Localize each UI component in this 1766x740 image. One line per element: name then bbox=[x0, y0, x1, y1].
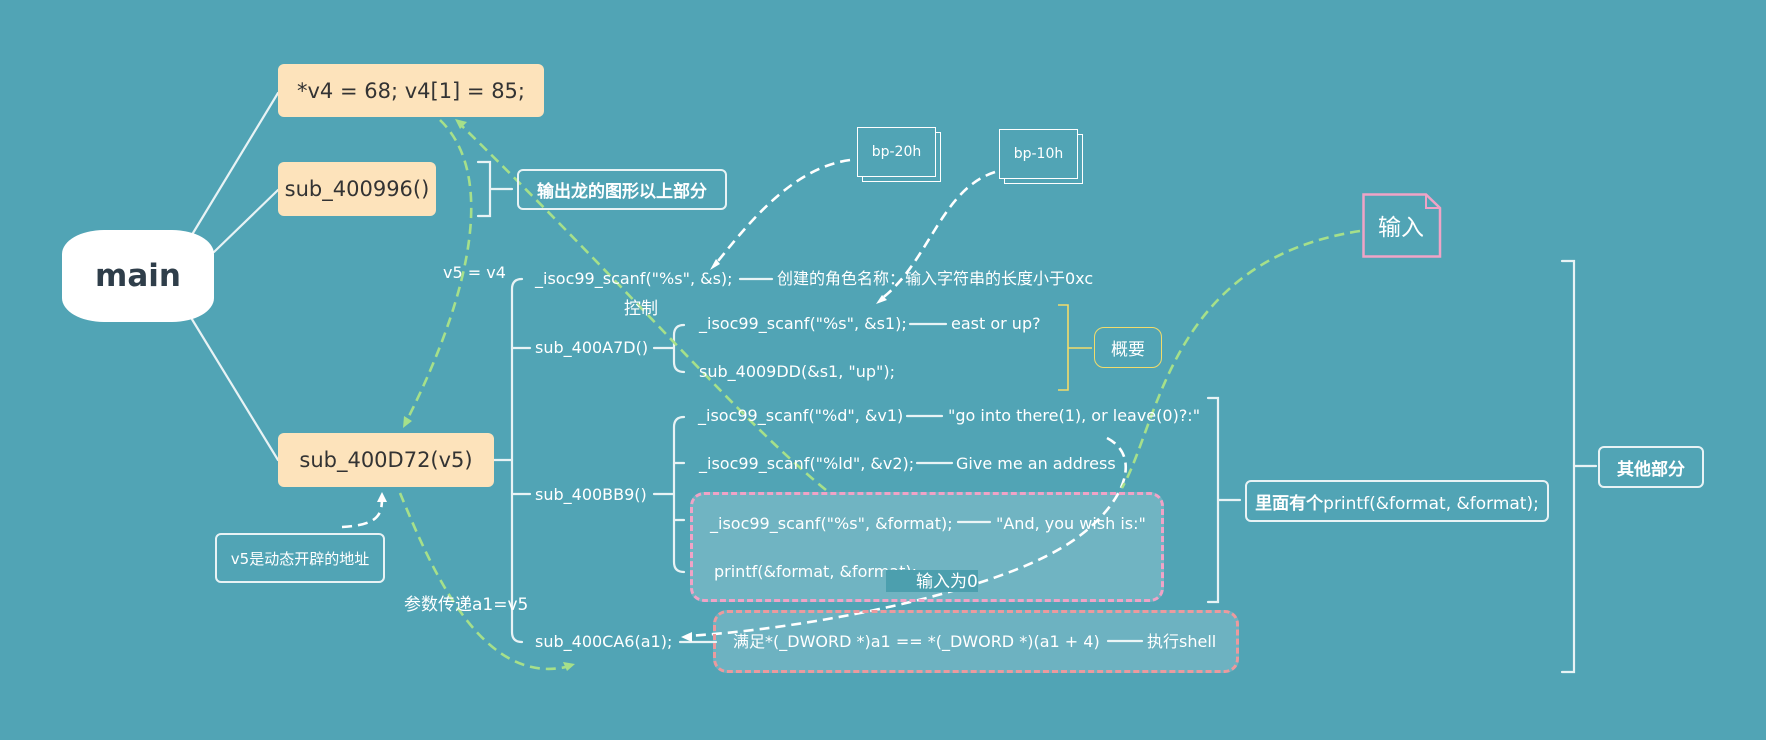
arrow-d72-to-ca6 bbox=[398, 492, 571, 670]
edge-main-sub400D72 bbox=[188, 314, 280, 462]
scanf-v2-call: _isoc99_scanf("%ld", &v2); bbox=[699, 454, 915, 473]
v5-dynamic-note[interactable]: v5是动态开辟的地址 bbox=[215, 533, 385, 583]
green-arrowhead-3 bbox=[455, 119, 467, 129]
sub400CA6-call: sub_400CA6(a1); bbox=[535, 632, 673, 651]
root-node[interactable]: main bbox=[62, 230, 214, 322]
wish-is-text: "And, you wish is:" bbox=[996, 514, 1146, 533]
contains-printf-rest: printf(&format, &format); bbox=[1323, 493, 1539, 514]
input-tag[interactable]: 输入 bbox=[1362, 193, 1440, 257]
input-zero-label: 输入为0 bbox=[916, 572, 978, 592]
east-up-text: east or up? bbox=[951, 314, 1041, 333]
scanf-s-note: 创建的角色名称：输入字符串的长度小于0xc bbox=[777, 269, 1094, 288]
param-pass-label: 参数传递a1=v5 bbox=[404, 595, 529, 615]
v5-dynamic-label: v5是动态开辟的地址 bbox=[230, 549, 370, 568]
printf-format-call: printf(&format, &format); bbox=[714, 562, 917, 581]
sub400996-label: sub_400996() bbox=[284, 177, 430, 201]
arrow-v5note-to-d72 bbox=[341, 497, 384, 529]
dragon-output-label: 输出龙的图形以上部分 bbox=[537, 182, 707, 202]
bracket-sub400BB9 bbox=[652, 415, 686, 574]
root-label: main bbox=[95, 258, 181, 294]
scanf-v1-call: _isoc99_scanf("%d", &v1) bbox=[698, 406, 904, 425]
scanf-format-call: _isoc99_scanf("%s", &format); bbox=[710, 514, 953, 533]
other-parts-note[interactable]: 其他部分 bbox=[1598, 446, 1704, 488]
bracket-summary bbox=[1058, 304, 1092, 391]
sub400996-node[interactable]: sub_400996() bbox=[278, 162, 436, 216]
input-tag-label: 输入 bbox=[1378, 215, 1424, 241]
control-label: 控制 bbox=[624, 299, 658, 319]
shell-condition-highlight bbox=[713, 610, 1239, 673]
arrow-bb9-to-v4 bbox=[459, 123, 827, 492]
bp20-page[interactable]: bp-20h bbox=[857, 127, 936, 177]
sub400D72-node[interactable]: sub_400D72(v5) bbox=[278, 433, 494, 487]
bp10-label: bp-10h bbox=[1013, 146, 1064, 162]
sub4009DD-call: sub_4009DD(&s1, "up"); bbox=[699, 362, 896, 381]
arrowhead-3 bbox=[377, 492, 387, 502]
summary-note[interactable]: 概要 bbox=[1094, 327, 1162, 368]
arrowhead-4 bbox=[681, 632, 692, 642]
bp20-label: bp-20h bbox=[871, 144, 922, 160]
scanf-s-call: _isoc99_scanf("%s", &s); bbox=[535, 269, 733, 288]
sub400D72-label: sub_400D72(v5) bbox=[299, 448, 473, 472]
other-parts-label: 其他部分 bbox=[1617, 459, 1685, 480]
contains-printf-note[interactable]: 里面有个printf(&format, &format); bbox=[1245, 480, 1549, 522]
edge-main-sub400996 bbox=[212, 188, 280, 254]
sub400A7D-call: sub_400A7D() bbox=[535, 338, 649, 357]
give-address-text: Give me an address bbox=[956, 454, 1116, 473]
arrow-v4-to-d72 bbox=[404, 119, 473, 423]
bp10-page[interactable]: bp-10h bbox=[999, 129, 1078, 179]
arrow-input0-to-ca6 bbox=[685, 436, 1127, 638]
v5-eq-v4-label: v5 = v4 bbox=[443, 263, 506, 282]
edge-main-v4 bbox=[188, 91, 280, 240]
arrow-input-down bbox=[1120, 229, 1361, 489]
arrowhead-2 bbox=[876, 295, 887, 304]
arrow-bp20-to-s bbox=[712, 158, 851, 267]
bracket-bb9-group bbox=[1206, 396, 1242, 604]
v4-assign-label: *v4 = 68; v4[1] = 85; bbox=[297, 78, 525, 103]
arrowhead-1 bbox=[710, 259, 720, 270]
bracket-other-parts bbox=[1560, 259, 1598, 674]
green-arrowhead-1 bbox=[403, 416, 412, 428]
v4-assign-node[interactable]: *v4 = 68; v4[1] = 85; bbox=[278, 64, 544, 117]
trunk-sub400D72 bbox=[510, 277, 524, 644]
bracket-sub400A7D bbox=[652, 323, 686, 374]
dragon-output-note[interactable]: 输出龙的图形以上部分 bbox=[517, 169, 727, 210]
exec-shell-text: 执行shell bbox=[1147, 632, 1217, 651]
arrow-bp10-to-s1 bbox=[879, 170, 996, 302]
scanf-s1-call: _isoc99_scanf("%s", &s1); bbox=[699, 314, 907, 333]
trunk-stubs bbox=[510, 346, 532, 496]
go-into-text: "go into there(1), or leave(0)?:" bbox=[948, 406, 1201, 425]
summary-label: 概要 bbox=[1111, 340, 1145, 360]
contains-printf-bold: 里面有个 bbox=[1255, 493, 1324, 514]
input-tag-shape bbox=[1362, 193, 1442, 258]
bracket-sub400996 bbox=[476, 160, 514, 218]
contains-printf-text: 里面有个printf(&format, &format); bbox=[1255, 489, 1539, 514]
sub400BB9-call: sub_400BB9() bbox=[535, 485, 647, 504]
input-zero-patch bbox=[886, 570, 978, 592]
green-arrowhead-2 bbox=[563, 662, 575, 671]
satisfy-condition: 满足*(_DWORD *)a1 == *(_DWORD *)(a1 + 4) bbox=[733, 632, 1100, 651]
